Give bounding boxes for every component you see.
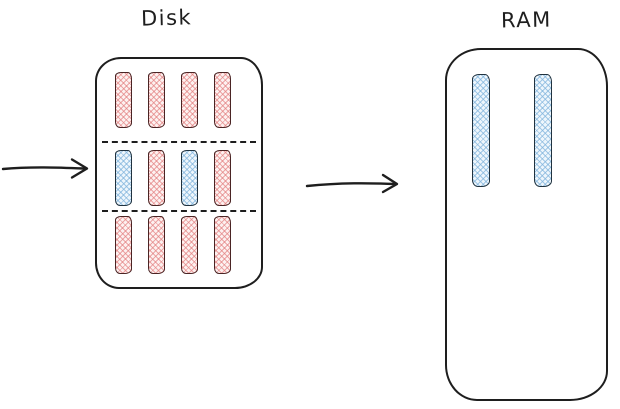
- row-separator-bottom-icon: [102, 210, 256, 212]
- disk-block: [181, 72, 198, 128]
- disk-box: [95, 57, 263, 289]
- row-separator-top-icon: [102, 141, 256, 143]
- disk-block: [115, 216, 132, 274]
- disk-block: [214, 150, 231, 206]
- ram-box: [445, 48, 608, 401]
- disk-block: [214, 216, 231, 274]
- disk-block: [148, 150, 165, 206]
- disk-block: [148, 216, 165, 274]
- left-arrow-icon: [1, 158, 89, 179]
- ram-block: [472, 74, 490, 187]
- disk-block: [181, 150, 198, 206]
- disk-block: [181, 216, 198, 274]
- disk-block: [115, 72, 132, 128]
- disk-title: Disk: [140, 5, 193, 31]
- ram-title: RAM: [500, 7, 552, 33]
- disk-block: [214, 72, 231, 128]
- disk-block: [148, 72, 165, 128]
- disk-to-ram-arrow-icon: [305, 173, 399, 194]
- ram-block: [534, 74, 552, 187]
- disk-block: [115, 150, 132, 206]
